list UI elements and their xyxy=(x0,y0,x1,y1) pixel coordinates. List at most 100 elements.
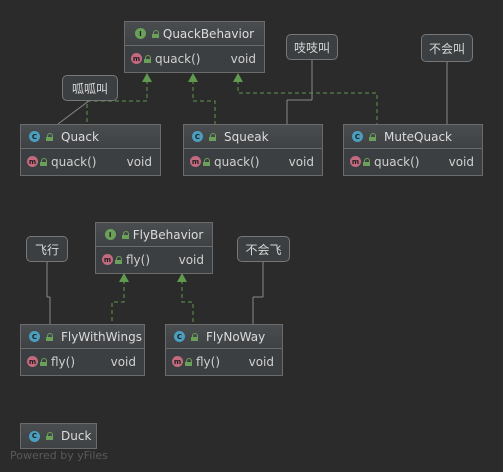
method-return-type: void xyxy=(126,154,152,169)
note-quack[interactable]: 呱呱叫 xyxy=(62,75,118,101)
interface-quackbehavior-name: QuackBehavior xyxy=(162,26,255,41)
class-flywithwings-header: C FlyWithWings xyxy=(21,325,144,349)
method-name: fly() xyxy=(196,354,221,369)
method-return-type: void xyxy=(178,252,204,267)
method-icon: m xyxy=(350,156,361,167)
interface-quackbehavior-header: I QuackBehavior xyxy=(125,22,264,46)
method-name: fly() xyxy=(51,354,76,369)
method-return-type: void xyxy=(230,51,256,66)
realization-mutequack xyxy=(237,80,378,124)
method-icon: m xyxy=(27,156,38,167)
interface-icon: I xyxy=(104,229,116,240)
class-quack[interactable]: C Quack m quack() void xyxy=(20,124,161,176)
arrowhead-flywithwings xyxy=(119,273,129,282)
method-row[interactable]: m fly() void xyxy=(96,247,212,272)
class-icon: C xyxy=(174,331,185,342)
watermark: Powered by yFiles xyxy=(10,449,108,462)
class-duck-name: Duck xyxy=(61,429,92,443)
public-lock-icon xyxy=(46,132,53,141)
note-squeak[interactable]: 吱吱叫 xyxy=(286,34,338,60)
realization-flywithwings xyxy=(111,280,125,324)
public-lock-icon xyxy=(363,157,370,166)
class-flynoway[interactable]: C FlyNoWay m fly() void xyxy=(165,324,283,376)
class-duck[interactable]: C Duck xyxy=(20,423,97,449)
method-row[interactable]: m quack() void xyxy=(184,149,322,174)
public-lock-icon xyxy=(185,357,192,366)
method-name: quack() xyxy=(214,154,260,169)
method-name: quack() xyxy=(374,154,420,169)
arrowhead-flynoway xyxy=(177,273,187,282)
public-lock-icon xyxy=(46,432,53,440)
class-mutequack-header: C MuteQuack xyxy=(344,125,482,149)
realization-links xyxy=(86,80,378,324)
public-lock-icon xyxy=(191,332,198,341)
method-name: quack() xyxy=(155,51,201,66)
method-icon: m xyxy=(190,156,201,167)
realization-flynoway xyxy=(181,280,194,324)
public-lock-icon xyxy=(115,255,122,264)
class-squeak-header: C Squeak xyxy=(184,125,322,149)
method-row[interactable]: m quack() void xyxy=(125,46,264,71)
realization-arrowheads xyxy=(119,73,243,282)
interface-flybehavior-header: I FlyBehavior xyxy=(96,223,212,247)
realization-squeak xyxy=(192,80,216,124)
class-mutequack[interactable]: C MuteQuack m quack() void xyxy=(343,124,483,176)
arrowhead-quack xyxy=(142,73,152,82)
public-lock-icon xyxy=(40,357,47,366)
public-lock-icon xyxy=(144,54,151,63)
note-quack-text: 呱呱叫 xyxy=(71,81,108,96)
public-lock-icon xyxy=(369,132,376,141)
interface-flybehavior[interactable]: I FlyBehavior m fly() void xyxy=(95,222,213,274)
public-lock-icon xyxy=(209,132,216,141)
class-icon: C xyxy=(192,131,203,142)
class-flywithwings-name: FlyWithWings xyxy=(61,329,142,344)
interface-icon: I xyxy=(134,28,146,39)
class-icon: C xyxy=(29,430,40,442)
note-mutequack[interactable]: 不会叫 xyxy=(421,34,473,62)
note-connector-quack xyxy=(57,99,91,125)
class-quack-name: Quack xyxy=(61,129,99,144)
public-lock-icon xyxy=(40,157,47,166)
realization-quack xyxy=(86,80,148,124)
class-flynoway-header: C FlyNoWay xyxy=(166,325,282,349)
method-icon: m xyxy=(102,254,113,265)
method-icon: m xyxy=(27,356,38,367)
note-flynoway-text: 不会飞 xyxy=(245,242,282,257)
class-squeak[interactable]: C Squeak m quack() void xyxy=(183,124,323,176)
class-mutequack-name: MuteQuack xyxy=(384,129,452,144)
note-flynoway[interactable]: 不会飞 xyxy=(237,236,290,262)
method-row[interactable]: m fly() void xyxy=(166,349,282,374)
method-row[interactable]: m fly() void xyxy=(21,349,144,374)
method-return-type: void xyxy=(248,354,274,369)
class-icon: C xyxy=(29,131,40,142)
public-lock-icon xyxy=(203,157,210,166)
arrowhead-mutequack xyxy=(233,73,243,82)
interface-quackbehavior[interactable]: I QuackBehavior m quack() void xyxy=(124,21,265,73)
public-lock-icon xyxy=(151,29,159,38)
method-name: fly() xyxy=(126,252,151,267)
method-row[interactable]: m quack() void xyxy=(344,149,482,174)
note-squeak-text: 吱吱叫 xyxy=(293,40,330,55)
class-icon: C xyxy=(29,331,40,342)
class-icon: C xyxy=(352,131,363,142)
public-lock-icon xyxy=(46,332,53,341)
public-lock-icon xyxy=(121,230,129,239)
note-connectors xyxy=(46,60,448,324)
method-row[interactable]: m quack() void xyxy=(21,149,160,174)
class-quack-header: C Quack xyxy=(21,125,160,149)
method-name: quack() xyxy=(51,154,97,169)
method-return-type: void xyxy=(288,154,314,169)
method-return-type: void xyxy=(110,354,136,369)
class-flywithwings[interactable]: C FlyWithWings m fly() void xyxy=(20,324,145,376)
interface-flybehavior-name: FlyBehavior xyxy=(132,227,204,242)
note-mutequack-text: 不会叫 xyxy=(428,41,465,56)
method-return-type: void xyxy=(448,154,474,169)
note-flywithwings-text: 飞行 xyxy=(34,242,59,257)
class-duck-header: C Duck xyxy=(21,424,96,448)
method-icon: m xyxy=(172,356,183,367)
class-squeak-name: Squeak xyxy=(224,129,269,144)
note-flywithwings[interactable]: 飞行 xyxy=(26,236,68,262)
class-flynoway-name: FlyNoWay xyxy=(206,329,266,344)
